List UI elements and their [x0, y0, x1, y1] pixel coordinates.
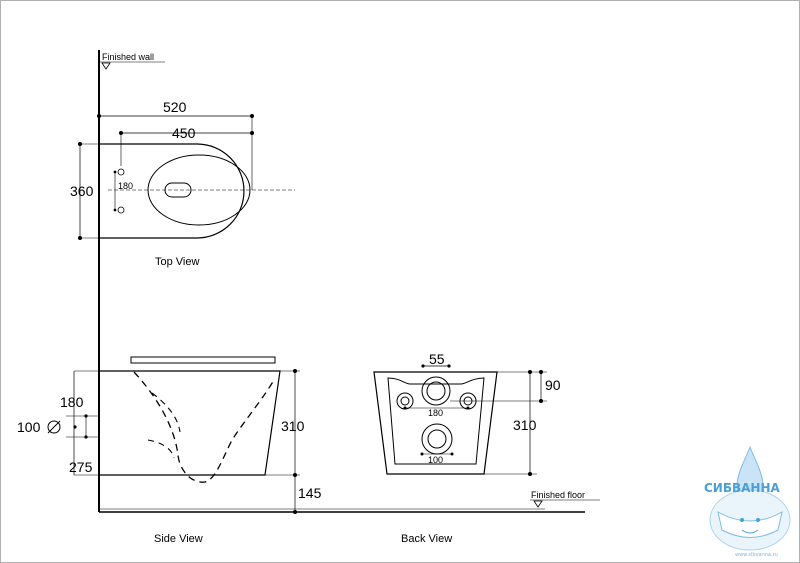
- brand-name: СИБВАННА: [704, 481, 781, 495]
- bottom-offset-label: 145: [298, 485, 322, 501]
- brand-url: www.sibvanna.ru: [735, 552, 778, 558]
- bowl-length-label: 450: [172, 125, 196, 141]
- diameter-symbol-icon: [47, 420, 61, 434]
- wall-marker-icon: [101, 62, 111, 70]
- side-height-label: 310: [281, 418, 305, 434]
- bathtub-globe-icon: [709, 489, 791, 551]
- side-view-title: Side View: [154, 533, 203, 545]
- back-bolt-spacing-label: 180: [428, 408, 443, 418]
- finished-wall-label: Finished wall: [102, 52, 154, 62]
- top-view-title: Top View: [155, 256, 199, 268]
- bolt-hole-icon: [117, 168, 125, 176]
- width-label: 360: [70, 183, 94, 199]
- bolt-diameter-label: 100: [17, 419, 41, 435]
- top-view: 180 520 450 360 Top View: [70, 99, 295, 268]
- back-view: 55 180 100 90 310 Back View: [373, 351, 561, 545]
- inlet-height-label: 90: [545, 377, 561, 393]
- top-bolt-spacing-label: 180: [118, 181, 133, 191]
- bolt-hole-icon: [117, 206, 125, 214]
- outlet-diameter-label: 100: [428, 455, 443, 465]
- bolts-to-floor-label: 275: [69, 459, 93, 475]
- overall-length-label: 520: [163, 99, 187, 115]
- inlet-diameter-label: 55: [429, 351, 445, 367]
- side-view: 180 275 100 310 145 Side View: [17, 356, 322, 545]
- back-height-label: 310: [513, 417, 537, 433]
- brand-logo: СИБВАННА www.sibvanna.ru: [704, 445, 791, 558]
- floor-marker-icon: [533, 500, 543, 508]
- top-to-bolts-label: 180: [60, 394, 84, 410]
- back-view-title: Back View: [401, 533, 452, 545]
- finished-floor-label: Finished floor: [531, 490, 585, 500]
